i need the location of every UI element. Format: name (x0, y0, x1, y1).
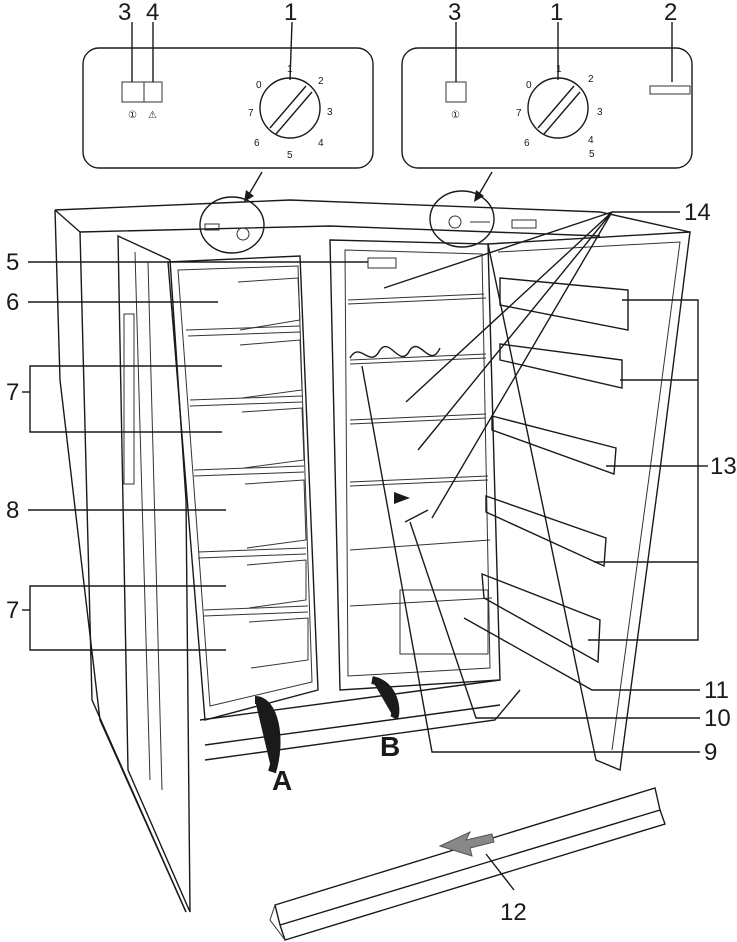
thermostat-dial-right (527, 77, 589, 139)
flap-b (370, 676, 400, 720)
callout-1-right: 1 (550, 0, 563, 26)
callout-12: 12 (500, 899, 527, 926)
dial-left-4: 4 (318, 138, 324, 149)
freezer-shelves (185, 325, 309, 617)
callout-4: 4 (146, 0, 159, 26)
power-switch-left (121, 81, 145, 103)
glass-shelves (347, 293, 493, 607)
callout-5: 5 (6, 249, 19, 276)
power-symbol-left: ① (128, 110, 137, 121)
freezer-compartment (167, 255, 319, 721)
insert-arrow (438, 830, 495, 857)
flap-a (254, 696, 281, 774)
callout-9: 9 (704, 739, 717, 766)
dial-left-3: 3 (327, 107, 333, 118)
callout-7-top: 7 (6, 379, 19, 406)
zoom-circle-left (199, 196, 265, 254)
callout-8: 8 (6, 497, 19, 524)
shelf-arrow (394, 492, 410, 504)
power-switch-right (445, 81, 467, 103)
dial-left-5: 5 (287, 150, 293, 161)
dial-right-1: 1 (556, 64, 562, 75)
right-control-panel: ① 0 1 2 3 4 5 6 7 (401, 47, 693, 169)
callout-7-bottom: 7 (6, 597, 19, 624)
thermostat-dial-left (259, 77, 321, 139)
callout-13: 13 (710, 453, 737, 480)
marker-b: B (380, 731, 400, 762)
dial-right-5: 5 (589, 149, 595, 160)
kick-plate (269, 787, 666, 941)
callout-11: 11 (704, 677, 729, 704)
freezer-drawers (237, 277, 309, 669)
callout-6: 6 (6, 289, 19, 316)
zoom-circle-right (429, 190, 495, 248)
callout-1-left: 1 (284, 0, 297, 26)
freezer-handle (123, 313, 135, 485)
dial-right-0: 0 (526, 80, 532, 91)
dial-left-7: 7 (248, 108, 254, 119)
callout-2: 2 (664, 0, 677, 26)
warning-symbol: ⚠ (148, 110, 157, 121)
callout-14: 14 (684, 199, 711, 226)
alarm-switch (143, 81, 163, 103)
dial-right-3: 3 (597, 107, 603, 118)
dial-right-6: 6 (524, 138, 530, 149)
left-control-panel: ① ⚠ 0 1 2 3 4 5 6 7 (82, 47, 374, 169)
door-bins (481, 277, 629, 664)
dial-left-0: 0 (256, 80, 262, 91)
callout-3-right: 3 (448, 0, 461, 26)
fridge-compartment (329, 239, 501, 691)
callout-3-left: 3 (118, 0, 131, 26)
callout-10: 10 (704, 705, 731, 732)
power-symbol-right: ① (451, 110, 460, 121)
marker-a: A (272, 765, 292, 796)
dial-right-7: 7 (516, 108, 522, 119)
dial-right-4: 4 (588, 135, 594, 146)
dial-left-6: 6 (254, 138, 260, 149)
interior-light (367, 257, 397, 269)
dial-right-2: 2 (588, 74, 594, 85)
fridge-door (481, 231, 691, 771)
crisper-drawer (399, 589, 489, 655)
fridge-body (54, 199, 691, 913)
dial-left-2: 2 (318, 76, 324, 87)
wine-rack (349, 345, 441, 359)
indicator-light (649, 85, 691, 95)
freezer-door (117, 234, 191, 913)
